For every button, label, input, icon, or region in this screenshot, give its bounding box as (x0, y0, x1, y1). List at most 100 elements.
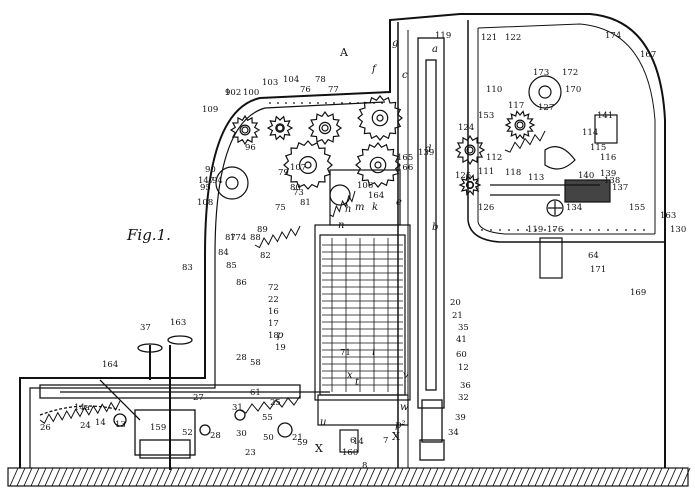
part-number-label: 14 (353, 437, 364, 447)
part-number-label: 113 (528, 173, 544, 183)
part-letter-label: v (403, 370, 409, 381)
part-number-label: 119 (435, 31, 451, 41)
part-number-label: 102 (225, 88, 241, 98)
part-letter-label: d (425, 144, 431, 155)
part-number-label: 84 (218, 248, 229, 258)
part-number-label: 167 (640, 50, 656, 60)
right-mechanism (490, 75, 618, 279)
part-number-label: 19 (275, 343, 286, 353)
part-number-label: 75 (275, 203, 286, 213)
counter-stack (314, 169, 411, 453)
part-number-label: 174 (605, 31, 621, 41)
part-number-label: 116 (600, 153, 616, 163)
part-letter-label: m (355, 202, 364, 213)
part-number-label: 82 (260, 251, 271, 261)
lower-lever-assembly (39, 335, 330, 470)
part-number-label: 21 (292, 433, 303, 443)
part-letter-label: h (345, 204, 351, 215)
part-number-label: 124 (458, 123, 474, 133)
part-number-label: 16 (268, 307, 279, 317)
part-number-label: 88 (250, 233, 261, 243)
part-number-label: 28 (210, 431, 221, 441)
part-number-label: 34 (448, 428, 459, 438)
part-letter-label: e (396, 197, 402, 208)
part-number-label: 140 (578, 171, 594, 181)
part-number-label: 20 (450, 298, 461, 308)
part-number-label: 72 (268, 283, 279, 293)
part-number-label: 119 (527, 225, 543, 235)
part-number-label: 13 (115, 420, 126, 430)
part-letter-label: u (320, 417, 326, 428)
part-number-label: 14a (74, 403, 90, 413)
part-number-label: 23 (245, 448, 256, 458)
part-number-label: 22 (268, 295, 279, 305)
part-number-label: 14 (95, 418, 106, 428)
part-number-label: 41 (456, 335, 467, 345)
part-number-label: 79 (278, 168, 289, 178)
part-letter-label: t (355, 377, 360, 388)
part-number-label: 95 (200, 183, 211, 193)
part-number-label: 32 (458, 393, 469, 403)
part-number-label: 125 (455, 171, 471, 181)
part-number-label: 164 (102, 360, 118, 370)
part-letter-label: i (372, 347, 375, 358)
part-number-label: 12 (458, 363, 469, 373)
part-number-label: 121 (481, 33, 497, 43)
part-number-label: 164 (368, 191, 384, 201)
part-number-label: 141 (597, 111, 613, 121)
vertical-slide-bar (417, 37, 445, 461)
part-number-label: 139 (418, 148, 434, 158)
part-number-label: 155 (629, 203, 645, 213)
part-number-label: 25 (270, 398, 281, 408)
part-number-label: 52 (182, 428, 193, 438)
part-letter-label: k (372, 202, 378, 213)
part-number-label: 137 (612, 183, 628, 193)
part-number-label: 39 (455, 413, 466, 423)
part-number-label: 111 (478, 167, 494, 177)
part-number-label: 83 (182, 263, 193, 273)
part-number-label: 90 (205, 165, 216, 175)
part-number-label: 153 (478, 111, 494, 121)
part-number-label: 26 (40, 423, 51, 433)
part-number-label: 166 (397, 163, 413, 173)
part-number-label: 17 (268, 319, 279, 329)
part-number-label: 50 (263, 433, 274, 443)
part-number-label: 76 (300, 85, 311, 95)
section-mark-bottom: X (315, 442, 323, 455)
part-letter-label: g (392, 38, 398, 49)
part-number-label: 64 (588, 251, 599, 261)
part-number-label: 160 (342, 448, 358, 458)
part-number-label: 7 (383, 436, 388, 446)
part-number-label: 165 (397, 153, 413, 163)
base-plate (7, 467, 691, 487)
part-number-label: 176 (547, 225, 563, 235)
part-number-label: 35 (458, 323, 469, 333)
part-number-label: 139 (600, 169, 616, 179)
part-number-label: 174 (230, 233, 246, 243)
part-number-label: 170 (565, 85, 581, 95)
part-number-label: 24 (80, 421, 91, 431)
section-mark-bottom-right: X (392, 430, 400, 443)
part-number-label: 115 (590, 143, 606, 153)
part-number-label: 100 (243, 88, 259, 98)
part-number-label: 71 (340, 348, 351, 358)
part-number-label: 36 (460, 381, 471, 391)
part-letter-label: x (347, 370, 353, 381)
part-number-label: 103 (262, 78, 278, 88)
part-number-label: 169 (630, 288, 646, 298)
part-number-label: 31 (232, 403, 243, 413)
part-number-label: 110 (486, 85, 502, 95)
section-mark-top: A (339, 46, 349, 59)
part-number-label: 147 (198, 176, 214, 186)
part-number-label: 163 (660, 211, 676, 221)
part-number-label: 159 (150, 423, 166, 433)
part-number-label: 55 (262, 413, 273, 423)
part-number-label: 18 (268, 331, 279, 341)
part-letter-label: w (400, 402, 409, 413)
part-number-label: 9 (225, 88, 230, 98)
part-number-label: 126 (478, 203, 494, 213)
part-number-label: 130 (670, 225, 686, 235)
part-number-label: 172 (562, 68, 578, 78)
springs (39, 130, 546, 424)
